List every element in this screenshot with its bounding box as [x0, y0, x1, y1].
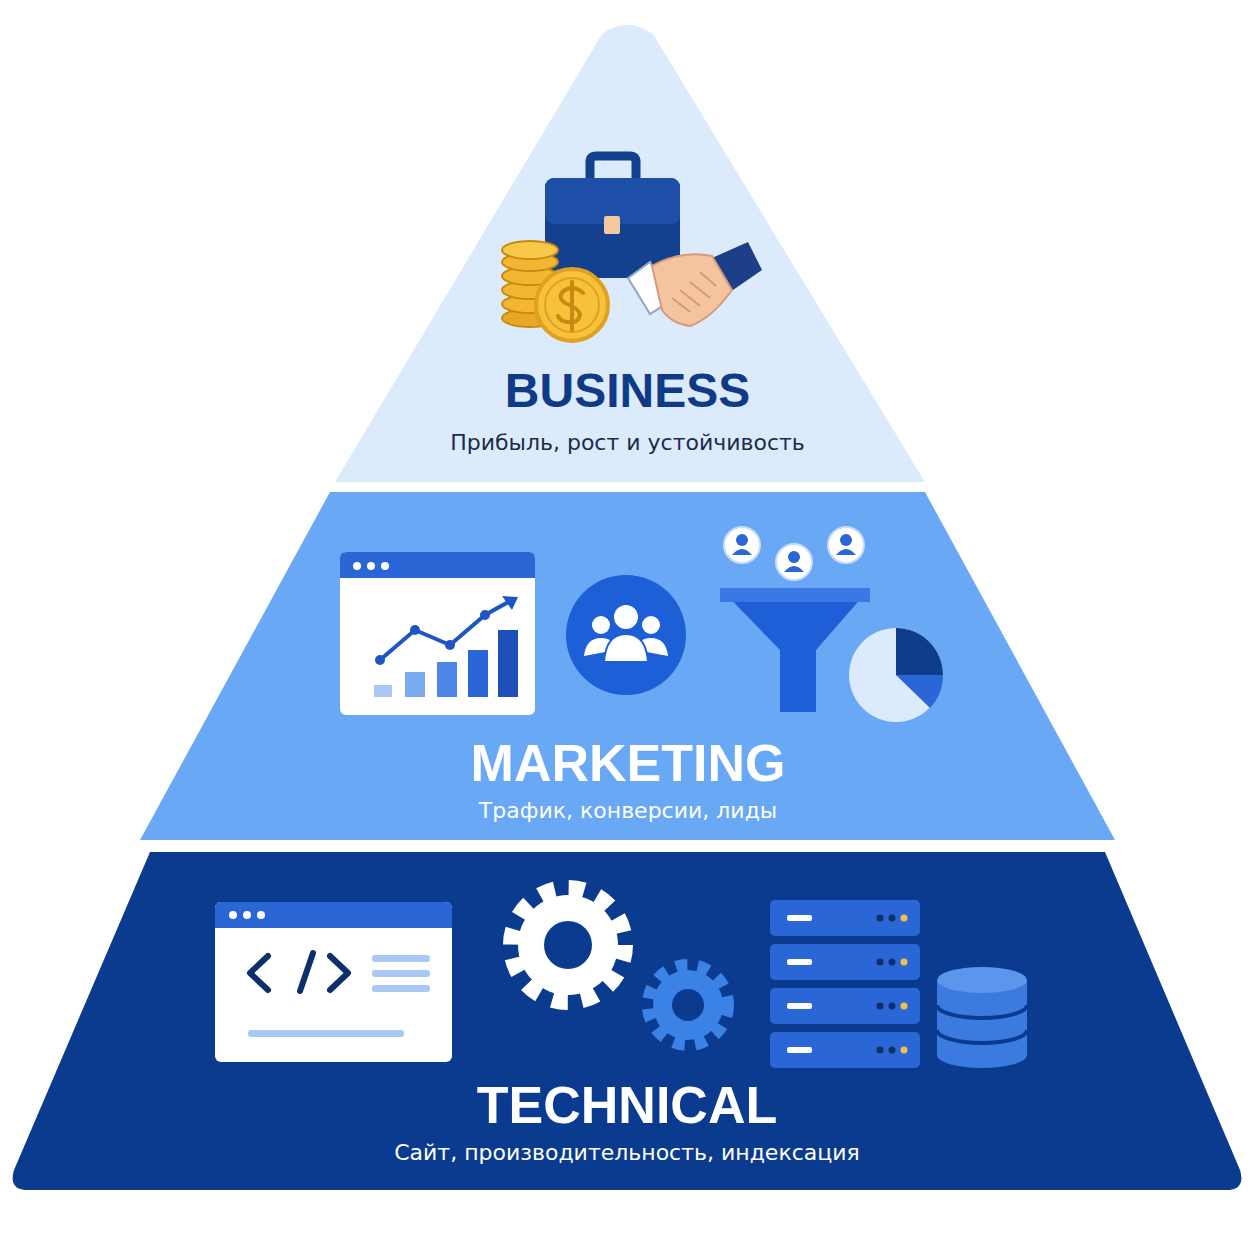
band-heading: TECHNICAL: [477, 1074, 777, 1136]
pyramid-band: BUSINESS Прибыль, рост и устойчивость: [330, 22, 925, 484]
leads-icon: [720, 527, 870, 712]
band-subtitle: Сайт, производительность, индексация: [394, 1140, 860, 1166]
briefcase-icon: [545, 156, 680, 278]
handshake-icon: [628, 242, 762, 326]
database-icon: [937, 967, 1027, 1068]
growth-chart-icon: [340, 552, 535, 715]
pyramid-band: TECHNICAL Сайт, производительность, индек…: [8, 852, 1246, 1200]
band-heading: MARKETING: [471, 732, 786, 794]
pie-chart-icon: [849, 628, 943, 722]
gears-icon: [514, 891, 726, 1043]
band-subtitle: Трафик, конверсии, лиды: [479, 798, 777, 824]
band-subtitle: Прибыль, рост и устойчивость: [450, 430, 805, 456]
audience-icon: [566, 575, 686, 695]
band-heading: BUSINESS: [505, 362, 750, 420]
code-window-icon: [215, 902, 452, 1062]
servers-icon: [770, 900, 920, 1068]
coins-icon: [502, 241, 608, 341]
pyramid-band: MARKETING Трафик, конверсии, лиды: [138, 492, 1118, 842]
